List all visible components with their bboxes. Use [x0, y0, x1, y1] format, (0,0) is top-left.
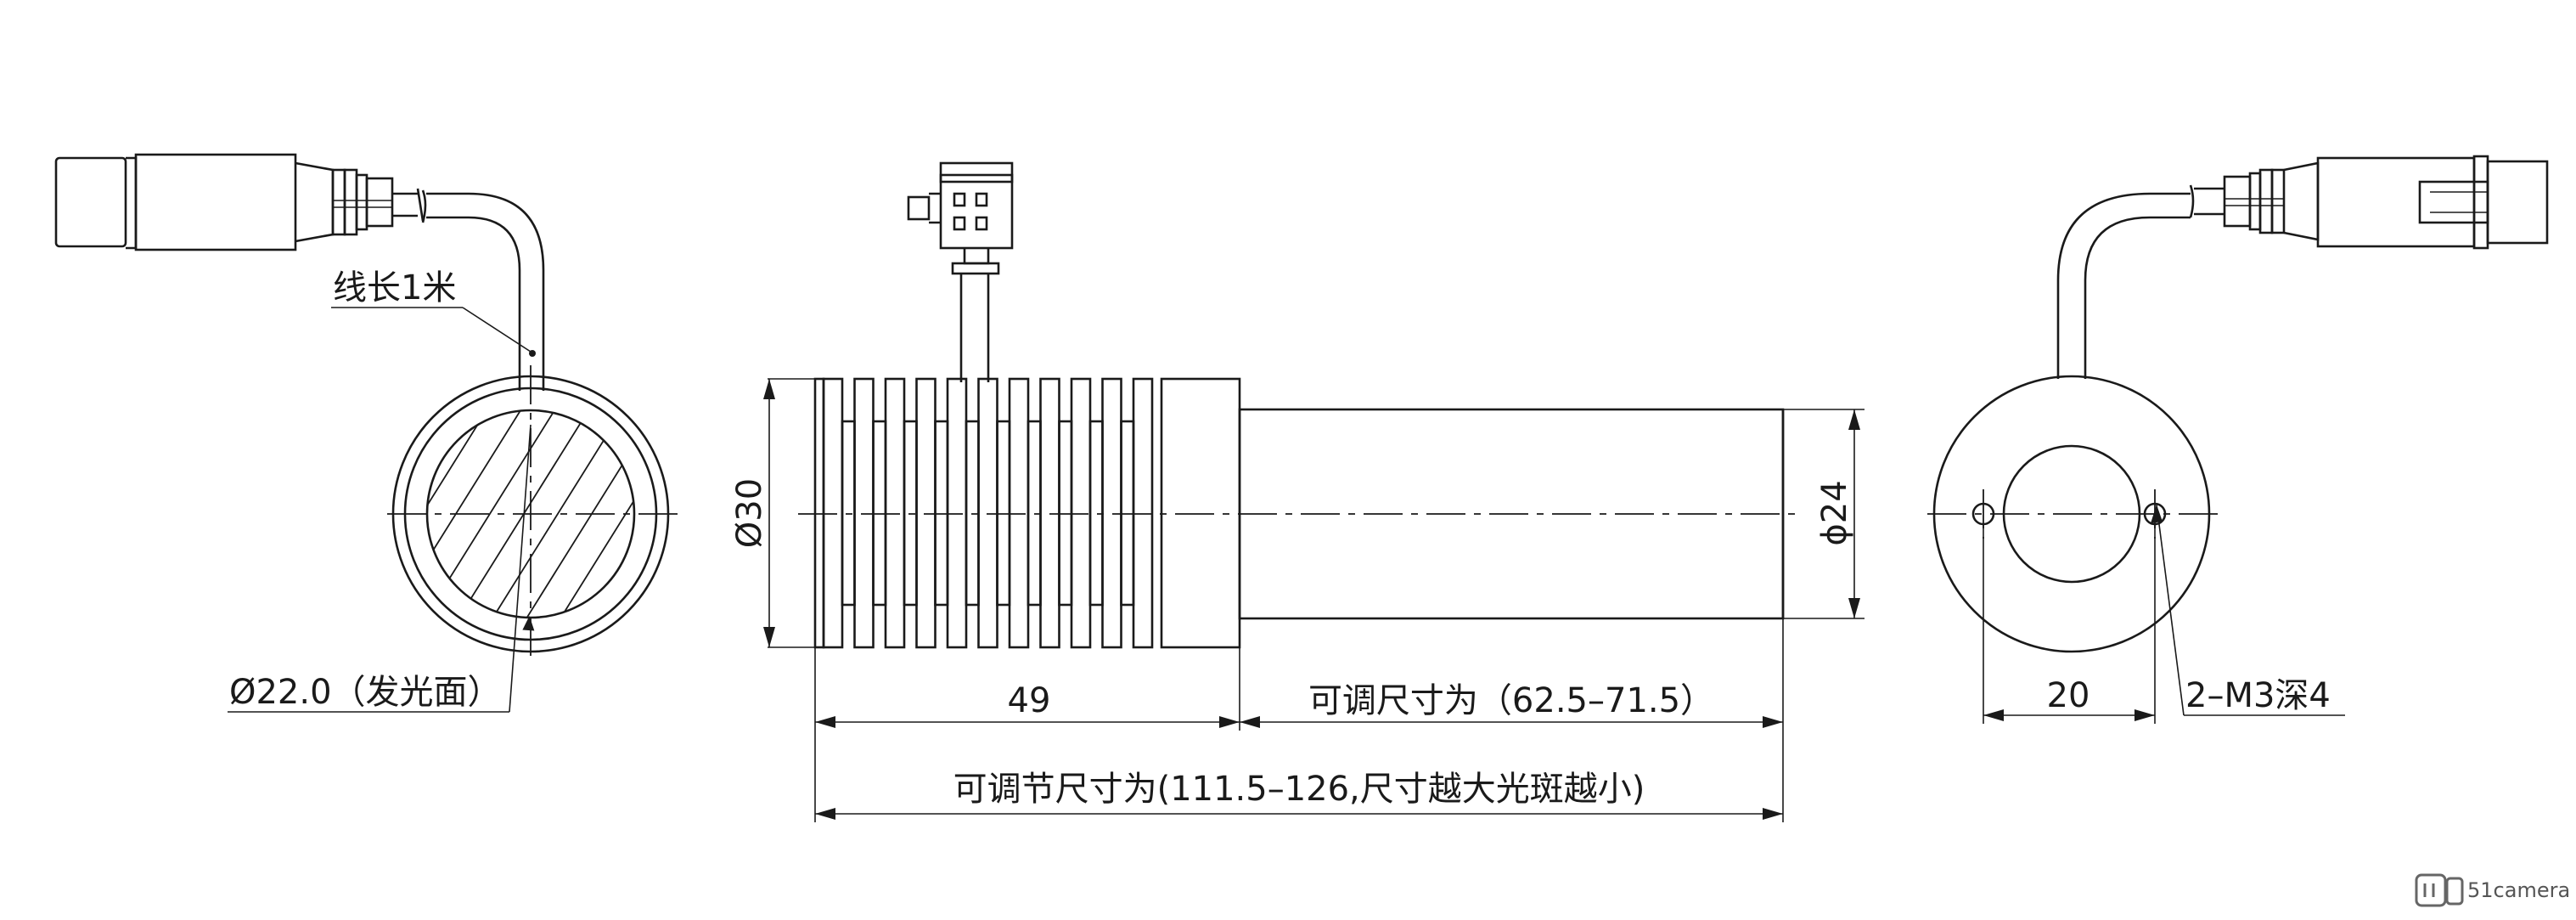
- heatsink-core: [841, 420, 856, 607]
- emitting-face-label: Ø22.0（发光面）: [229, 673, 502, 712]
- heatsink-fin: [822, 377, 844, 649]
- heatsink-fin: [884, 377, 906, 649]
- front-view: 线长1米 Ø22.0（发光面）: [54, 153, 678, 713]
- heatsink-core: [965, 420, 980, 607]
- left-connector: [54, 153, 425, 251]
- heatsink-fin: [1070, 377, 1092, 649]
- heatsink-fins: [822, 377, 1154, 649]
- watermark-brand: 51camera: [2467, 878, 2570, 902]
- middle-cable: [959, 274, 990, 382]
- mount-holes-label: 2–M3深4: [2185, 676, 2331, 715]
- heatsink-base: [813, 377, 825, 649]
- heatsink-fin: [946, 377, 968, 649]
- heatsink-core: [1088, 420, 1104, 607]
- heatsink-core: [903, 420, 918, 607]
- heatsink-fin: [1101, 377, 1122, 649]
- heatsink-fin: [1008, 377, 1030, 649]
- heatsink-fin: [1039, 377, 1060, 649]
- rear-view: 20 2–M3深4: [1927, 155, 2549, 724]
- heatsink-core: [872, 420, 887, 607]
- right-cable: [2056, 192, 2191, 379]
- cable-length-label: 线长1米: [333, 268, 456, 308]
- heatsink-collar: [1160, 377, 1241, 649]
- hole-spacing-label: 20: [2047, 676, 2090, 715]
- left-cable: [426, 192, 545, 391]
- heatsink-fin: [977, 377, 998, 649]
- side-view: Ø30 ϕ24 49 可调尺寸为（62.5–71.5） 可调节尺寸为(111.5…: [730, 161, 1865, 822]
- middle-connector: [907, 161, 1014, 275]
- heatsink-core: [1120, 420, 1135, 607]
- heatsink-fin: [853, 377, 875, 649]
- adjustable-total-label: 可调节尺寸为(111.5–126,尺寸越大光斑越小): [953, 770, 1645, 809]
- heatsink-core: [934, 420, 949, 607]
- right-connector: [2189, 155, 2549, 250]
- heatsink-core: [996, 420, 1011, 607]
- heatsink-fin: [1132, 377, 1154, 649]
- emitting-face-hatch: [427, 410, 634, 618]
- dia-24-label: ϕ24: [1815, 480, 1854, 545]
- watermark: 51camera: [2415, 873, 2570, 907]
- heatsink-core: [1058, 420, 1073, 607]
- heatsink-core: [1026, 420, 1042, 607]
- heatsink-fin: [915, 377, 936, 649]
- dia-30-label: Ø30: [730, 478, 769, 548]
- adjustable-tube-label: 可调尺寸为（62.5–71.5）: [1308, 681, 1714, 720]
- length-49-label: 49: [1008, 681, 1051, 720]
